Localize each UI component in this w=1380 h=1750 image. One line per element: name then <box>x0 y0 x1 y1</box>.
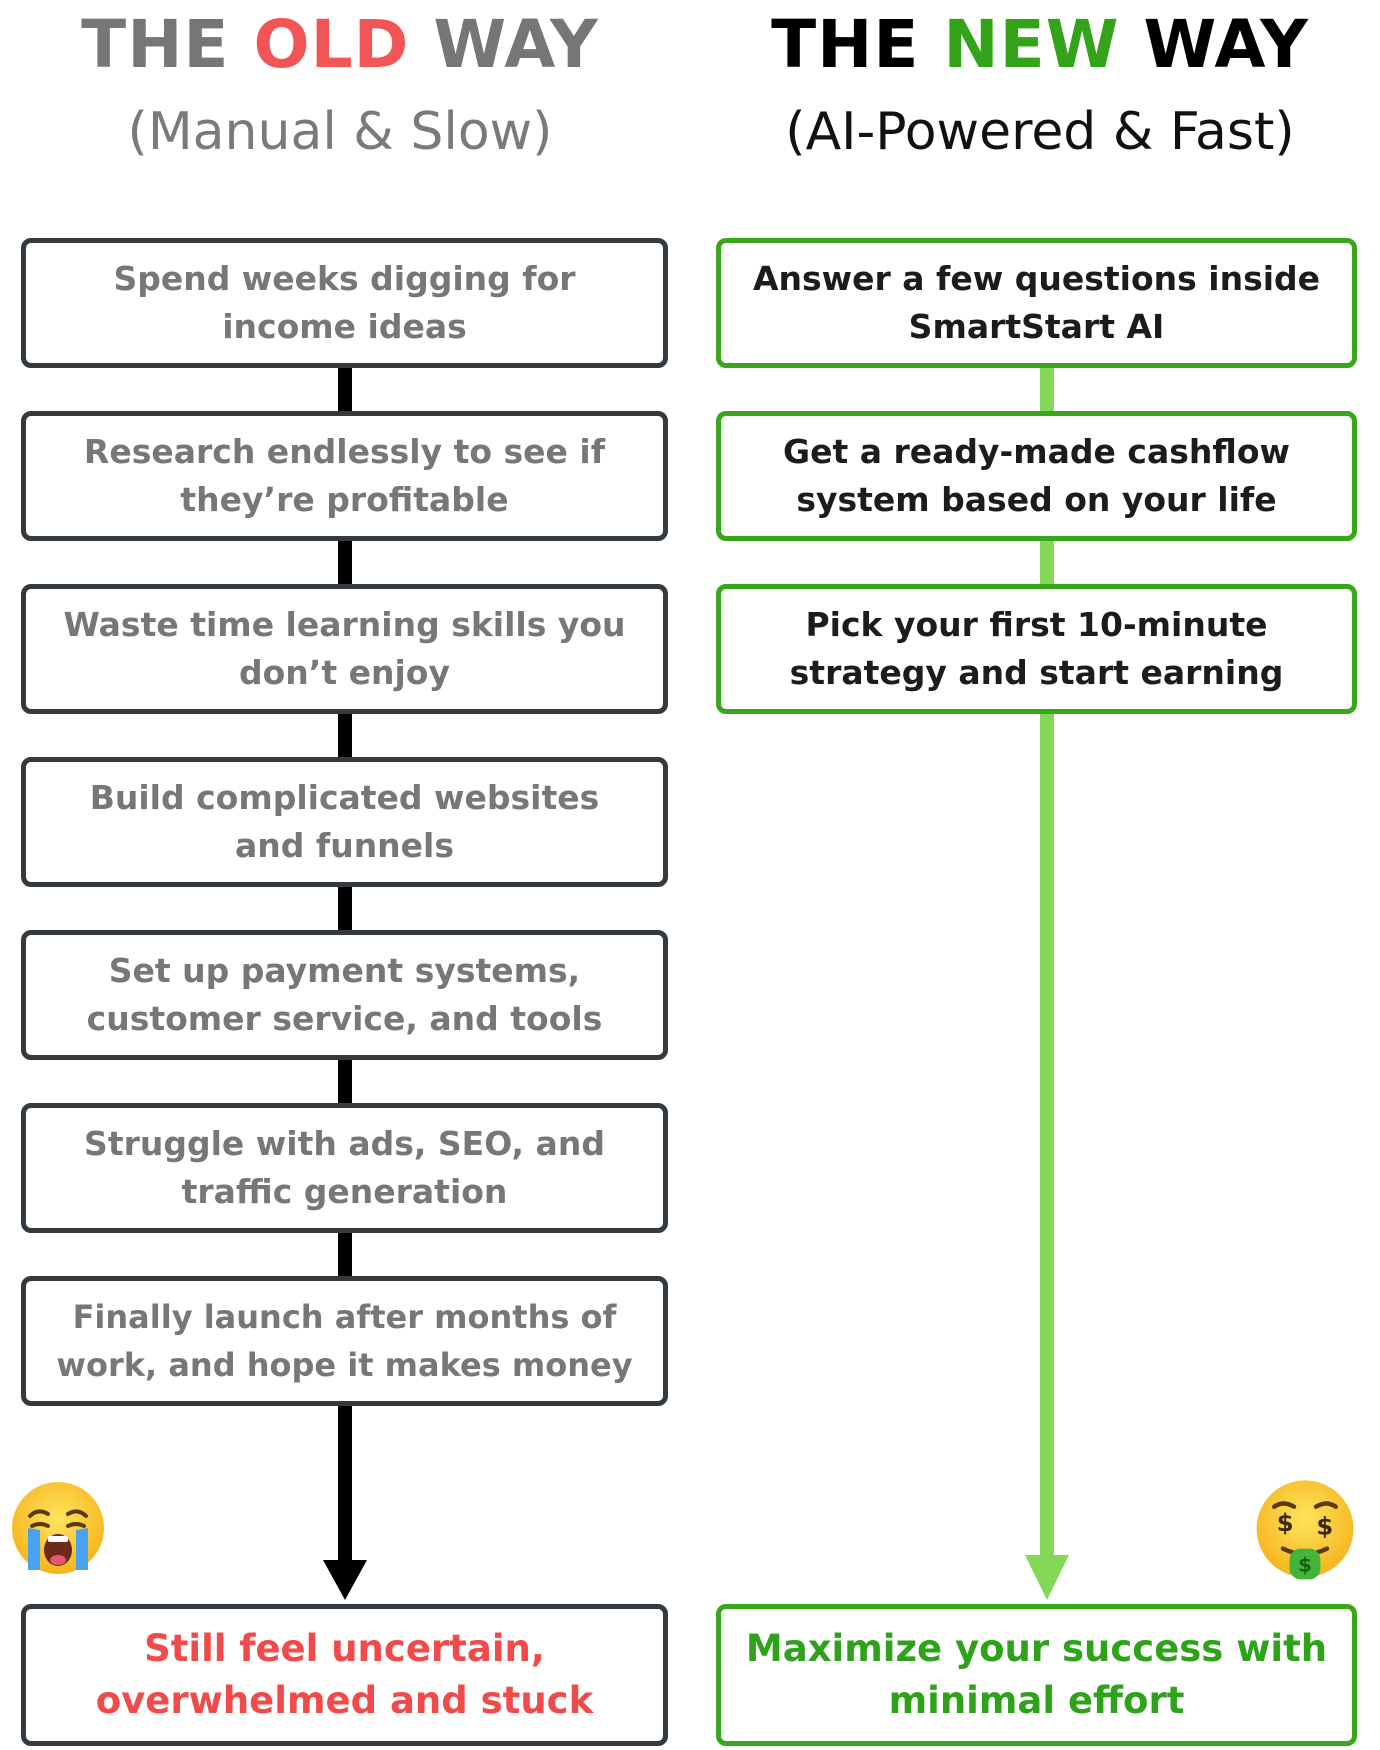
crying-face-icon <box>12 1482 104 1574</box>
old-connector <box>338 1057 352 1107</box>
new-final-connector <box>1040 711 1054 1561</box>
new-heading-suffix: WAY <box>1119 6 1309 83</box>
old-step-7: Finally launch after months of work, and… <box>21 1276 668 1406</box>
new-heading-accent: NEW <box>943 6 1120 83</box>
money-mouth-face-icon: $ $ $ <box>1256 1480 1354 1580</box>
old-step-2: Research endlessly to see if they’re pro… <box>21 411 668 541</box>
new-step-3: Pick your first 10-minute strategy and s… <box>716 584 1357 714</box>
new-step-1: Answer a few questions inside SmartStart… <box>716 238 1357 368</box>
old-heading-accent: OLD <box>253 6 410 83</box>
old-way-heading: THE OLD WAY <box>0 0 680 90</box>
old-step-4: Build complicated websites and funnels <box>21 757 668 887</box>
svg-text:$: $ <box>1298 1554 1312 1577</box>
svg-text:$: $ <box>1316 1512 1333 1540</box>
old-heading-suffix: WAY <box>409 6 599 83</box>
old-heading-prefix: THE <box>81 6 254 83</box>
old-connector <box>338 711 352 761</box>
old-connector <box>338 365 352 415</box>
new-arrowhead-icon <box>1025 1555 1069 1600</box>
old-arrowhead-icon <box>323 1560 367 1600</box>
new-step-2: Get a ready-made cashflow system based o… <box>716 411 1357 541</box>
old-connector <box>338 1230 352 1280</box>
old-way-subheading: (Manual & Slow) <box>127 102 553 162</box>
svg-text:$: $ <box>1277 1509 1294 1537</box>
old-step-3: Waste time learning skills you don’t enj… <box>21 584 668 714</box>
old-outcome-box: Still feel uncertain, overwhelmed and st… <box>21 1604 668 1746</box>
new-way-subheading: (AI-Powered & Fast) <box>785 102 1295 162</box>
new-heading-prefix: THE <box>771 6 944 83</box>
new-connector <box>1040 365 1054 415</box>
old-connector <box>338 884 352 934</box>
new-outcome-box: Maximize your success with minimal effor… <box>716 1604 1357 1746</box>
new-way-heading: THE NEW WAY <box>700 0 1380 90</box>
new-connector <box>1040 538 1054 588</box>
old-connector <box>338 538 352 588</box>
old-step-6: Struggle with ads, SEO, and traffic gene… <box>21 1103 668 1233</box>
old-step-5: Set up payment systems, customer service… <box>21 930 668 1060</box>
old-step-1: Spend weeks digging for income ideas <box>21 238 668 368</box>
old-final-connector <box>338 1403 352 1563</box>
